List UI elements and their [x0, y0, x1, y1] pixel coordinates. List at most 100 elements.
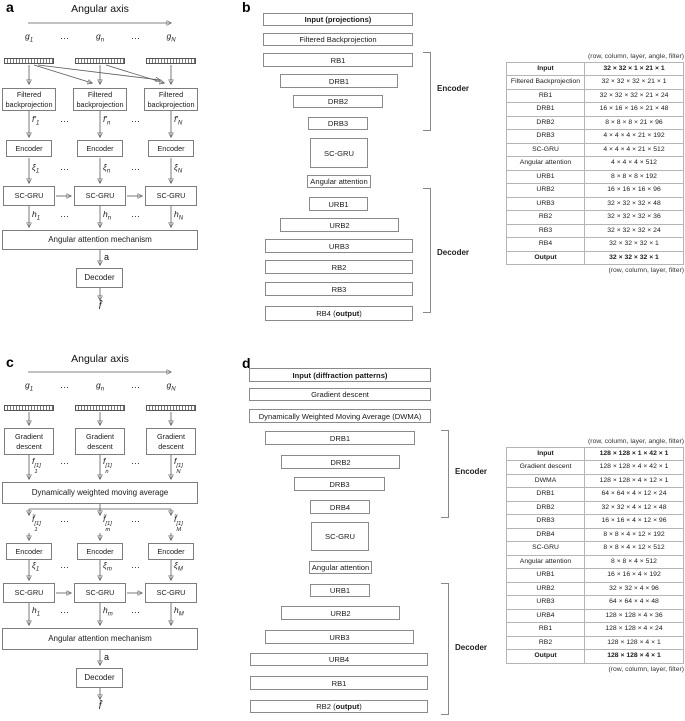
math-sub: 1 [29, 386, 34, 393]
arch-box: URB3 [265, 630, 414, 644]
diffraction-bar [75, 405, 125, 411]
layer-name-cell: Angular attention [507, 555, 585, 569]
math-label: gn [96, 31, 104, 44]
layer-name-cell: URB3 [507, 197, 585, 211]
layer-dims-cell: 128 × 128 × 4 × 1 [607, 652, 661, 660]
math-label: f′N [174, 114, 182, 127]
math-label: f′1 [32, 114, 39, 127]
layer-name-cell: DRB4 [507, 528, 585, 542]
dimensions-table-b: (row, column, layer, angle, filter) Inpu… [506, 53, 684, 274]
layer-dims-cell: 128 × 128 × 4 × 12 × 1 [599, 476, 669, 484]
math-sup: [1] [176, 521, 183, 527]
arch-box: SC-GRU [311, 522, 369, 551]
arch-box-label: RB2 ( [316, 702, 336, 711]
math-sub: 1 [35, 168, 40, 175]
ellipsis-dots: ⋯ [60, 562, 70, 572]
layer-dims-cell: 128 × 128 × 4 × 24 [605, 625, 663, 633]
arch-box-label: DRB3 [327, 119, 349, 128]
table-row: URB2 16 × 16 × 16 × 96 [506, 184, 684, 198]
layer-dims-cell: 64 × 64 × 4 × 12 × 24 [601, 490, 667, 498]
arch-box-label: Dynamically Weighted Moving Average (DWM… [258, 411, 422, 421]
math-label: g1 [25, 31, 33, 44]
arch-box-label: ) [359, 702, 362, 711]
arch-box: Gradient descent [249, 388, 431, 401]
decoder-bracket [423, 188, 431, 313]
table-b-caption-bottom: (row, column, layer, filter) [608, 267, 684, 275]
table-b-caption-top: (row, column, layer, angle, filter) [588, 53, 684, 60]
math-sub: 1 [35, 566, 40, 573]
a-vector-label: a [104, 652, 110, 662]
sc-gru-box: SC-GRU [3, 186, 55, 206]
encoder-bracket-label: Encoder [455, 467, 488, 476]
encoder-box: Encoder [6, 140, 52, 157]
layer-dims-cell: 32 × 32 × 32 × 21 × 24 [599, 91, 669, 99]
math-sub: M [177, 566, 183, 573]
panel-b: b Input (projections)Filtered Backprojec… [235, 0, 506, 352]
math-supsub: [1]1 [34, 521, 40, 533]
arch-box: DRB3 [308, 117, 368, 130]
math-base: g [95, 380, 101, 390]
layer-name-cell: DWMA [507, 474, 585, 488]
arch-box: Dynamically Weighted Moving Average (DWM… [249, 409, 431, 423]
arch-box: URB1 [310, 584, 370, 597]
layer-dims-cell: 16 × 16 × 16 × 96 [607, 186, 661, 194]
math-sub: n [106, 120, 111, 127]
dwma-box: Dynamically weighted moving average [2, 482, 198, 504]
angular-attention-box: Angular attention mechanism [2, 230, 198, 250]
decoder-bracket-label: Decoder [437, 248, 470, 257]
arch-box: DRB2 [281, 455, 400, 469]
arch-box-label: URB4 [328, 655, 350, 664]
math-base: f̃ [174, 514, 177, 524]
ellipsis-dots: ⋯ [60, 211, 70, 221]
layer-name-cell: Filtered Backprojection [507, 76, 585, 89]
arch-box-label: DRB4 [329, 502, 351, 512]
arch-box: RB1 [263, 53, 413, 67]
arch-box-label: DRB3 [329, 479, 350, 489]
a-vector-label: a [104, 252, 110, 262]
layer-dims-cell: 16 × 16 × 4 × 12 × 96 [601, 517, 667, 525]
layer-dims-cell: 128 × 128 × 1 × 42 × 1 [599, 450, 669, 457]
arch-box: DRB2 [293, 95, 383, 108]
ellipsis-dots: ⋯ [131, 458, 141, 468]
sc-gru-box: SC-GRU [3, 583, 55, 603]
layer-name-cell: URB1 [507, 569, 585, 582]
math-label: hn [103, 209, 111, 222]
sc-gru-box: SC-GRU [74, 186, 126, 206]
layer-dims-cell: 8 × 8 × 4 × 512 [611, 557, 657, 565]
panel-d: d Input (diffraction patterns)Gradient d… [235, 355, 506, 721]
layer-name-cell: SC-GRU [507, 542, 585, 555]
arch-box-label: URB2 [329, 220, 350, 230]
arch-box-label: RB2 [331, 262, 347, 272]
math-base: g [24, 31, 30, 41]
ellipsis-dots: ⋯ [60, 516, 70, 526]
encoder-box: Encoder [77, 543, 123, 560]
math-sub: N [177, 168, 183, 175]
arch-box: Angular attention [307, 175, 371, 188]
arch-box-label: URB1 [329, 586, 351, 595]
arch-box-label: DRB1 [329, 433, 351, 443]
arch-box-label: RB1 [330, 55, 346, 65]
math-base: h [174, 605, 179, 615]
layer-name-cell: URB3 [507, 596, 585, 609]
ellipsis-dots: ⋯ [131, 607, 141, 617]
arch-box: DRB1 [280, 74, 398, 88]
panel-a-axis-title: Angular axis [71, 3, 129, 15]
math-sub: n [105, 469, 109, 476]
arch-box: RB1 [250, 676, 428, 690]
ellipsis-dots: ⋯ [131, 33, 141, 43]
layer-name-cell: URB2 [507, 184, 585, 197]
decoder-bracket [441, 583, 449, 715]
math-label: g1 [25, 380, 33, 393]
arch-box-label: Gradient descent [311, 390, 369, 399]
ellipsis-dots: ⋯ [131, 211, 141, 221]
